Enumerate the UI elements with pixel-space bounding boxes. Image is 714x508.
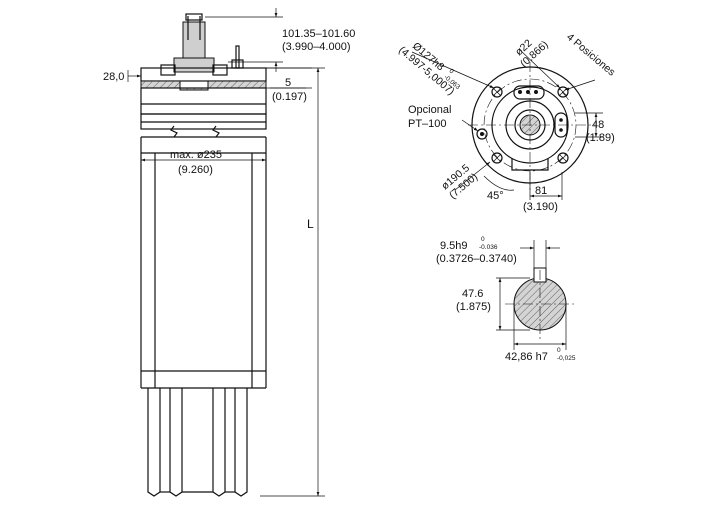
dim-top-clearance xyxy=(205,8,283,72)
shaft-height-label: 47.6 xyxy=(462,288,483,300)
offset-label: 81 xyxy=(535,185,547,197)
shaft-section-view xyxy=(496,240,575,350)
option-label-line2: PT–100 xyxy=(408,118,447,130)
shaft-diameter-label: 42,86 h7 xyxy=(505,351,548,363)
slot-label: 48 xyxy=(592,119,604,131)
top-flange xyxy=(140,67,267,130)
motor-legs xyxy=(147,388,248,497)
step-label: 5 xyxy=(285,77,291,89)
top-clearance-label: 101.35–101.60 xyxy=(282,28,355,40)
slot xyxy=(554,112,568,138)
top-shaft xyxy=(160,13,244,76)
motor-body xyxy=(140,136,267,389)
side-view xyxy=(127,8,325,497)
key-tol-upper-label: 0 xyxy=(481,236,485,243)
shaft-tol-lower-label: -0,025 xyxy=(557,355,576,362)
top-clearance-inch-label: (3.990–4.000) xyxy=(282,41,351,53)
shaft-circle xyxy=(513,277,567,331)
length-label: L xyxy=(307,217,314,231)
offset-inch-label: (3.190) xyxy=(523,201,558,213)
key-tol-lower-label: -0.036 xyxy=(479,244,498,251)
max-diameter-inch-label: (9.260) xyxy=(178,164,213,176)
slot-inch-label: (1.89) xyxy=(586,132,615,144)
dim-flange-offset xyxy=(127,70,141,82)
key-width-inch-label: (0.3726–0.3740) xyxy=(436,253,517,265)
max-diameter-label: max. ø235 xyxy=(170,149,222,161)
flange-offset-label: 28,0 xyxy=(103,71,124,83)
pilot-tol-upper-label: 0 xyxy=(448,68,456,76)
cable-entry xyxy=(513,85,545,100)
pt100-option xyxy=(476,128,488,140)
key-width-label: 9.5h9 xyxy=(440,240,468,252)
shaft-tol-upper-label: 0 xyxy=(557,347,561,354)
positions-label: 4 Posiciones xyxy=(564,31,617,78)
option-label-line1: Opcional xyxy=(408,104,451,116)
step-inch-label: (0.197) xyxy=(272,91,307,103)
break-lines xyxy=(170,125,220,138)
bottom-lug xyxy=(511,158,549,171)
mounting-holes xyxy=(491,86,569,164)
dim-length xyxy=(260,67,325,497)
shaft-height-inch-label: (1.875) xyxy=(456,301,491,313)
top-view xyxy=(411,49,603,200)
angle-label: 45° xyxy=(487,190,504,202)
